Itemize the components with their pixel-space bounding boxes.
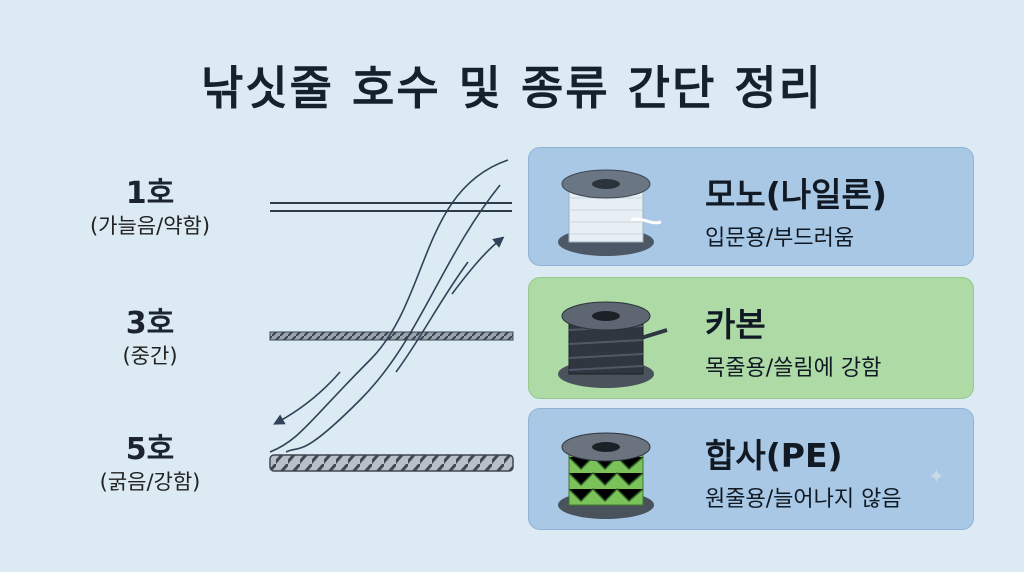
spool-icon	[558, 169, 661, 256]
size-desc: (중간)	[122, 344, 178, 368]
type-card-carbon: 카본 목줄용/쓸림에 강함	[528, 277, 974, 399]
size-number: 5호	[125, 432, 175, 467]
spool-icon	[558, 432, 654, 519]
type-card-mono: 모노(나일론) 입문용/부드러움	[528, 147, 974, 266]
line-5ho	[269, 454, 514, 472]
line-1ho	[270, 202, 512, 212]
sparkle-icon: ✦	[928, 464, 945, 488]
type-name: 모노(나일론)	[705, 175, 887, 214]
page-title: 낚싯줄 호수 및 종류 간단 정리	[201, 61, 823, 115]
size-label-3: 3호 (중간)	[60, 306, 240, 370]
type-card-pe: 합사(PE) 원줄용/늘어나지 않음	[528, 408, 974, 530]
type-use: 목줄용/쓸림에 강함	[705, 356, 882, 381]
flow-curves	[269, 159, 509, 453]
type-use: 입문용/부드러움	[705, 226, 855, 251]
size-desc: (가늘음/약함)	[89, 214, 211, 238]
size-number: 3호	[125, 306, 175, 341]
type-name: 합사(PE)	[705, 436, 843, 475]
size-label-5: 5호 (굵음/강함)	[60, 432, 240, 496]
size-label-1: 1호 (가늘음/약함)	[60, 176, 240, 240]
spool-icon	[558, 301, 668, 388]
type-use: 원줄용/늘어나지 않음	[705, 487, 902, 512]
size-desc: (굵음/강함)	[99, 470, 201, 494]
size-number: 1호	[125, 176, 175, 211]
type-name: 카본	[705, 305, 766, 344]
